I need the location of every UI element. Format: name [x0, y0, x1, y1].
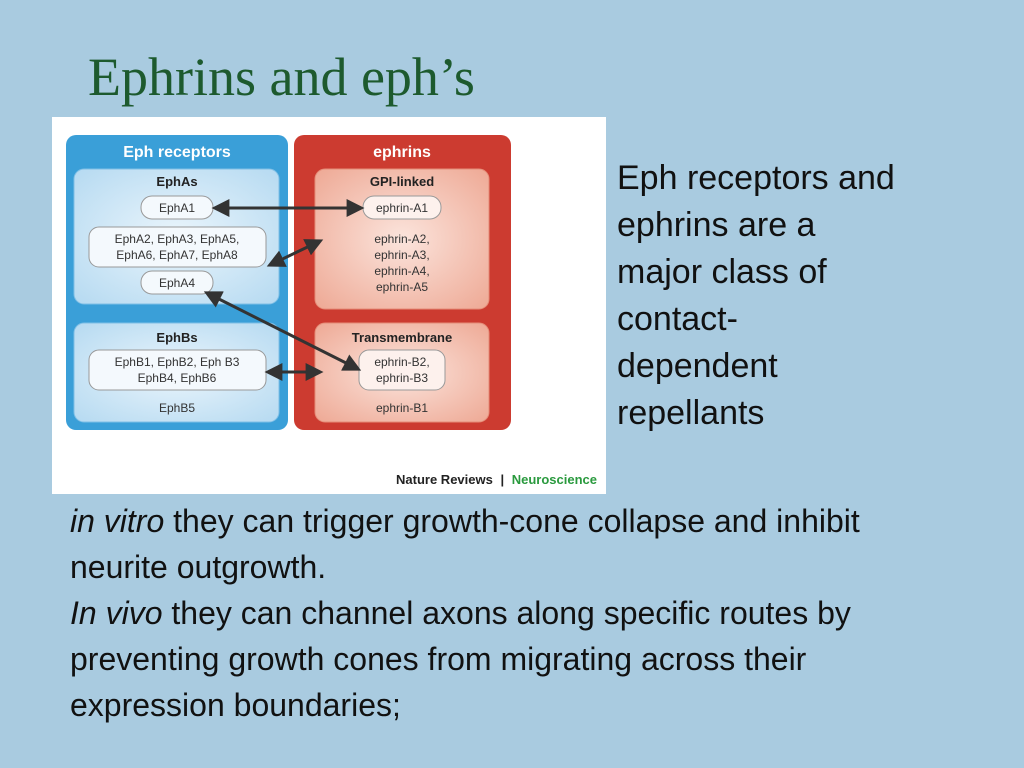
- side-line-3: major class of: [617, 253, 827, 291]
- in-vitro-term: in vitro: [70, 503, 165, 539]
- epha1-label: EphA1: [159, 201, 195, 215]
- ephrin-b1-label: ephrin-B1: [376, 401, 428, 415]
- eph-ephrin-diagram: Eph receptors EphAs EphA1 EphA2, EphA3, …: [66, 135, 597, 487]
- epha-group-title: EphAs: [156, 174, 197, 189]
- paragraph-in-vivo: In vivo they can channel axons along spe…: [70, 590, 1024, 728]
- gpi-linked-title: GPI-linked: [370, 174, 434, 189]
- epha-multi-line1: EphA2, EphA3, EphA5,: [115, 232, 240, 246]
- slide-title: Ephrins and eph’s: [88, 47, 475, 107]
- paragraph-in-vivo-line2: preventing growth cones from migrating a…: [70, 641, 807, 677]
- eph-receptors-title: Eph receptors: [123, 144, 231, 161]
- ephrins-title: ephrins: [373, 144, 431, 161]
- epha-multi-line2: EphA6, EphA7, EphA8: [116, 248, 238, 262]
- body-text: in vitro they can trigger growth-cone co…: [70, 498, 1024, 728]
- ephrin-a-line2: ephrin-A3,: [374, 248, 429, 262]
- ephb5-label: EphB5: [159, 401, 195, 415]
- ephrin-a-line4: ephrin-A5: [376, 280, 428, 294]
- side-line-4: contact-: [617, 300, 738, 338]
- epha-multi-node: [88, 226, 267, 268]
- ephb-group-title: EphBs: [156, 330, 197, 345]
- ephrin-a-line1: ephrin-A2,: [374, 232, 429, 246]
- eph-ephrin-figure: Eph receptors EphAs EphA1 EphA2, EphA3, …: [52, 117, 606, 494]
- paragraph-in-vitro-line2: neurite outgrowth.: [70, 549, 327, 585]
- ephrin-a1-label: ephrin-A1: [376, 201, 428, 215]
- side-line-2: ephrins are a: [617, 206, 816, 244]
- paragraph-in-vivo-line1: In vivo they can channel axons along spe…: [70, 590, 1024, 636]
- ephrin-a-line3: ephrin-A4,: [374, 264, 429, 278]
- paragraph-in-vivo-line3: expression boundaries;: [70, 687, 401, 723]
- arrow-epha4-ephrin-b: [203, 291, 362, 371]
- ephrin-b-line1: ephrin-B2,: [374, 355, 429, 369]
- side-line-5: dependent: [617, 347, 778, 385]
- in-vitro-text: they can trigger growth-cone collapse an…: [164, 503, 860, 539]
- credit-separator: |: [500, 472, 504, 487]
- in-vivo-term: In vivo: [70, 595, 163, 631]
- ephb-multi-line2: EphB4, EphB6: [138, 371, 217, 385]
- in-vivo-text: they can channel axons along specific ro…: [162, 595, 851, 631]
- credit-journal: Nature Reviews: [396, 472, 493, 487]
- arrow-epha-multi-ephrin-a: [266, 239, 324, 267]
- transmembrane-title: Transmembrane: [352, 330, 452, 345]
- figure-credit: Nature Reviews | Neuroscience: [396, 472, 597, 487]
- paragraph-in-vitro-line1: in vitro they can trigger growth-cone co…: [70, 498, 1024, 544]
- side-line-6: repellants: [617, 394, 765, 432]
- paragraph-in-vitro: in vitro they can trigger growth-cone co…: [70, 498, 1024, 590]
- epha4-label: EphA4: [159, 276, 195, 290]
- side-line-1: Eph receptors and: [617, 159, 895, 197]
- credit-section: Neuroscience: [512, 472, 597, 487]
- ephrin-b-line2: ephrin-B3: [376, 371, 428, 385]
- side-description: Eph receptors and ephrins are a major cl…: [617, 155, 1017, 437]
- ephb-multi-line1: EphB1, EphB2, Eph B3: [115, 355, 240, 369]
- epha4-node: [140, 270, 214, 295]
